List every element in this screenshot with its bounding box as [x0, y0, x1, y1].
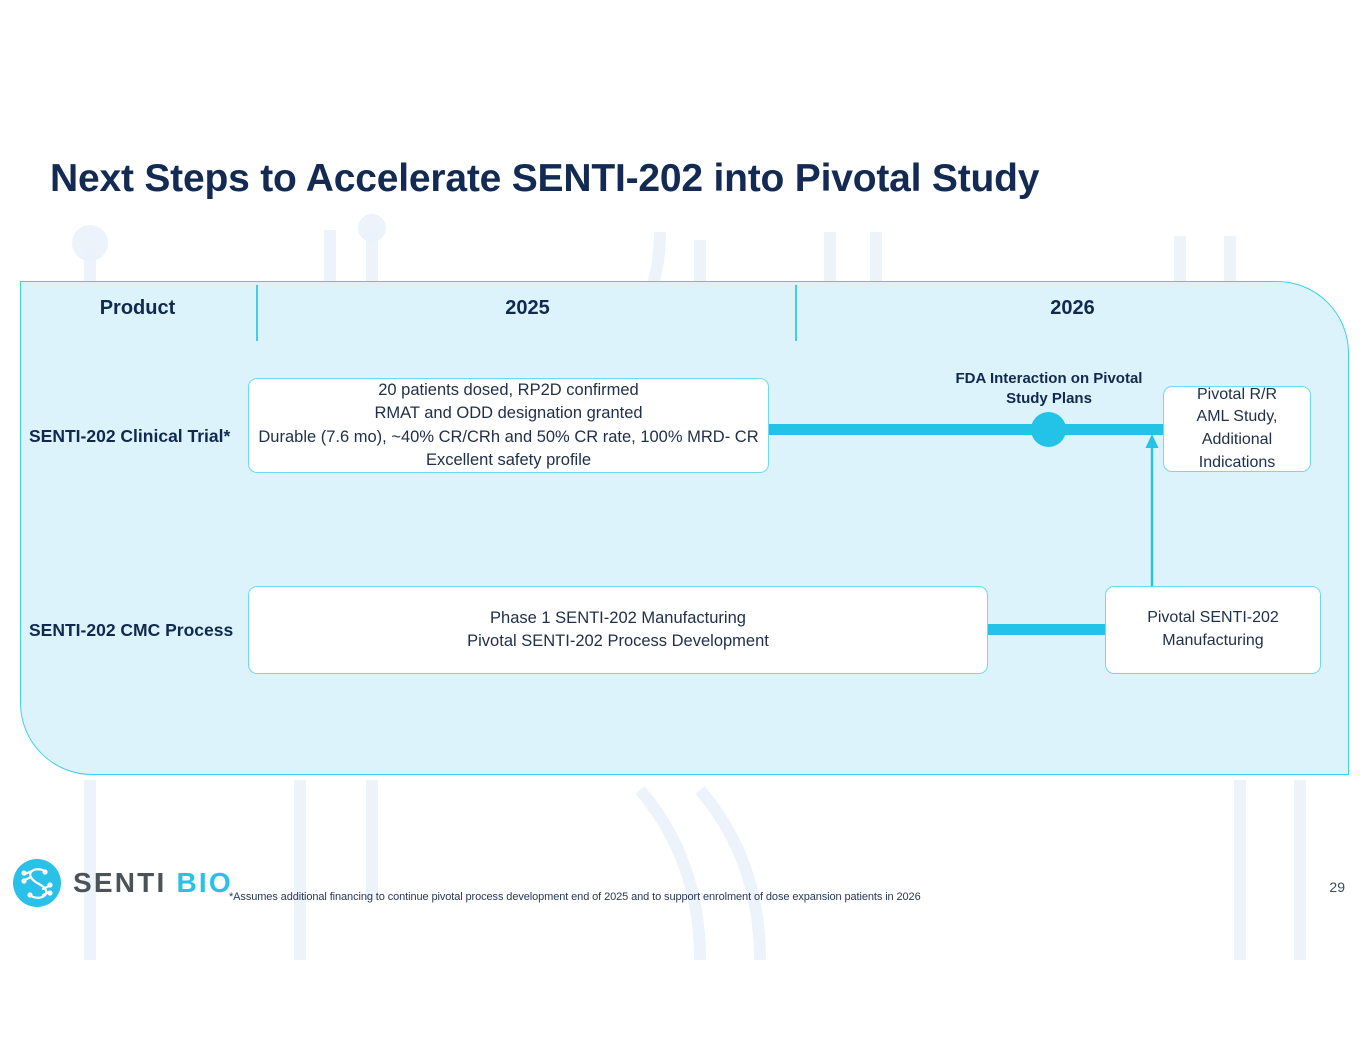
page-number: 29: [1329, 879, 1345, 895]
cmc-phase1-text: Phase 1 SENTI-202 Manufacturing Pivotal …: [467, 608, 769, 650]
pivotal-rr-aml-study-box: Pivotal R/R AML Study, Additional Indica…: [1163, 386, 1311, 472]
logo-word-bio: BIO: [166, 867, 233, 898]
pivotal-manufacturing-text: Pivotal SENTI-202 Manufacturing: [1147, 609, 1279, 649]
pivotal-manufacturing-box: Pivotal SENTI-202 Manufacturing: [1105, 586, 1321, 674]
clinical-trial-summary-text: 20 patients dosed, RP2D confirmed RMAT a…: [258, 380, 759, 469]
senti-logo-mark-icon: [13, 859, 61, 907]
timeline-panel: [20, 281, 1349, 775]
logo-word-senti: SENTI: [73, 867, 167, 898]
fda-milestone-label: FDA Interaction on Pivotal Study Plans: [955, 370, 1143, 407]
cmc-phase1-box: Phase 1 SENTI-202 Manufacturing Pivotal …: [248, 586, 988, 674]
row-label-clinical-trial: SENTI-202 Clinical Trial*: [29, 426, 231, 446]
row-label-cmc-process: SENTI-202 CMC Process: [29, 620, 234, 640]
footnote: *Assumes additional financing to continu…: [229, 891, 921, 903]
senti-bio-logo: SENTI BIO: [12, 858, 233, 908]
column-header-2026: 2026: [1050, 297, 1095, 319]
fda-milestone-dot[interactable]: [1031, 412, 1066, 447]
cmc-timeline-bar: [930, 624, 1170, 635]
page-title: Next Steps to Accelerate SENTI-202 into …: [50, 157, 1040, 200]
clinical-trial-summary-box: 20 patients dosed, RP2D confirmed RMAT a…: [248, 378, 769, 473]
logo-wordmark: SENTI BIO: [73, 867, 233, 899]
manufacturing-to-trial-arrow: [1145, 434, 1159, 597]
clinical-trial-timeline-bar: [640, 424, 1175, 435]
column-divider-2: [795, 285, 797, 341]
column-header-2025: 2025: [505, 297, 550, 319]
column-header-product: Product: [99, 297, 176, 319]
pivotal-rr-aml-study-text: Pivotal R/R AML Study, Additional Indica…: [1196, 385, 1278, 471]
column-divider-1: [256, 285, 258, 341]
